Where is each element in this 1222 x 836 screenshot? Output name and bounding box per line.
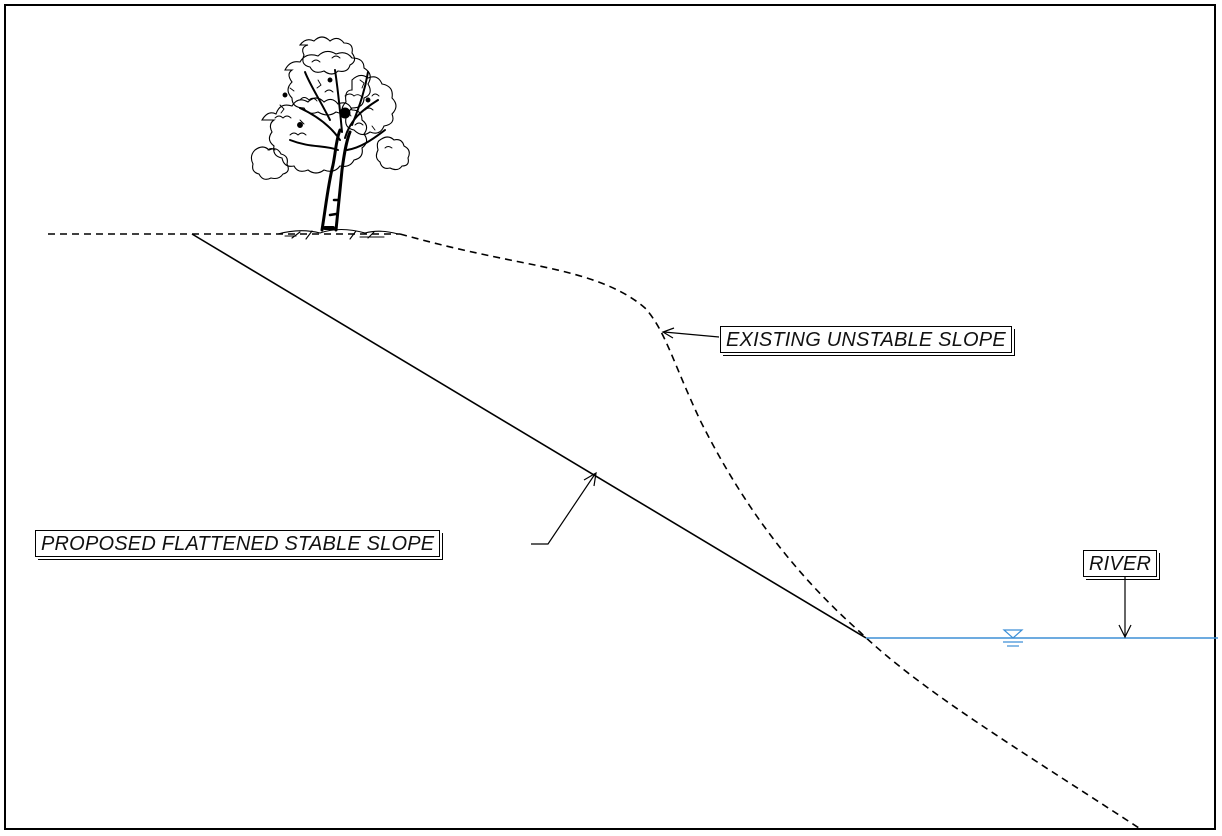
diagram-frame xyxy=(4,4,1216,830)
water-level-marker-icon xyxy=(1002,629,1024,647)
river-label: RIVER xyxy=(1083,550,1161,580)
proposed-slope-leader xyxy=(531,471,597,545)
proposed-stable-slope-line xyxy=(191,233,867,639)
existing-unstable-slope-line xyxy=(399,233,1143,831)
existing-slope-leader xyxy=(661,327,720,339)
river-leader xyxy=(1118,576,1132,639)
tree-icon xyxy=(250,36,410,240)
existing-unstable-slope-label: EXISTING UNSTABLE SLOPE xyxy=(720,326,1015,356)
proposed-flattened-stable-slope-label: PROPOSED FLATTENED STABLE SLOPE xyxy=(35,530,444,560)
